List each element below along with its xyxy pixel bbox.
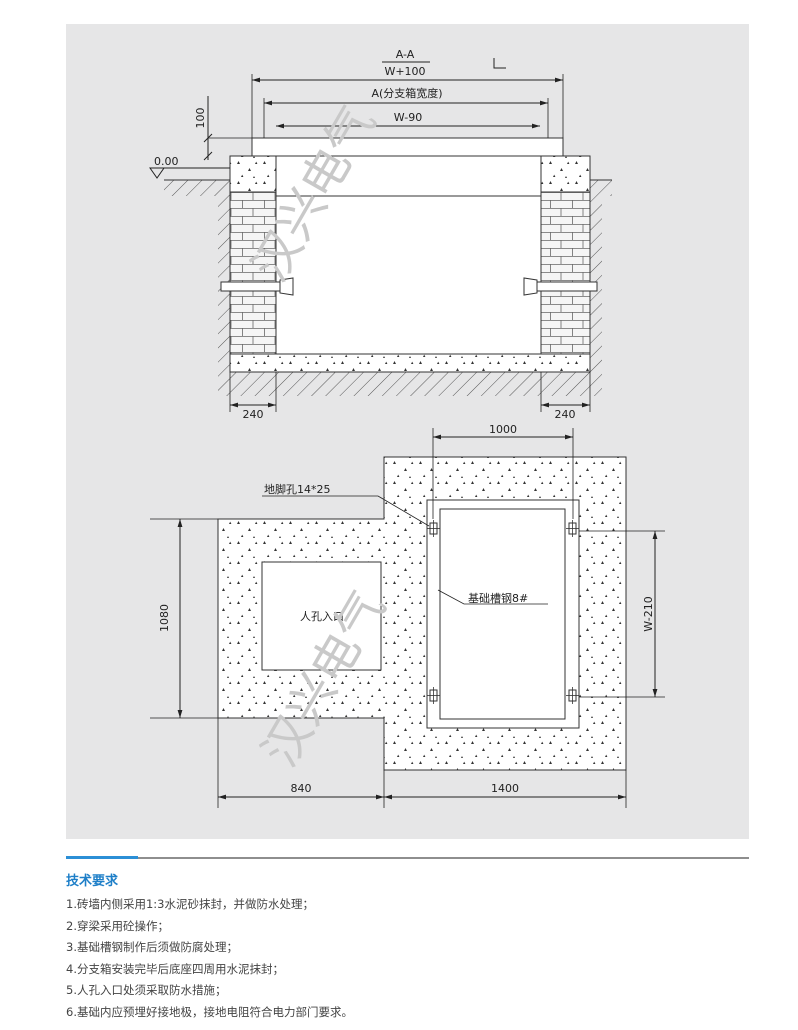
concrete-cap-left: [229, 155, 277, 193]
dim-wall-right-label: 240: [555, 408, 576, 421]
box-base: [251, 137, 564, 157]
requirements-title: 技术要求: [66, 874, 119, 889]
requirement-item: 4.分支箱安装完毕后底座四周用水泥抹封；: [66, 961, 284, 976]
dim-bottom-left-label: 840: [291, 782, 312, 795]
section-title: A-A: [396, 48, 415, 61]
requirements-list: 1.砖墙内侧采用1:3水泥砂抹封，并做防水处理； 2.穿梁采用砼操作； 3.基础…: [66, 894, 353, 1024]
pit-interior: [275, 155, 542, 355]
pipe-left: [220, 277, 294, 296]
dim-left-height-label: 1080: [158, 604, 171, 632]
bottom-slab: [229, 353, 591, 373]
ground-hatch: [164, 179, 612, 396]
drawing-panel: A-A W+100 A(分支箱宽度) W-90 100 0.00 240 240: [66, 24, 749, 839]
requirement-item: 1.砖墙内侧采用1:3水泥砂抹封，并做防水处理；: [66, 897, 314, 911]
dim-depth-label: 100: [194, 108, 207, 129]
section-a-a: A-A W+100 A(分支箱宽度) W-90 100 0.00 240 240: [149, 48, 612, 421]
requirements-divider: [138, 857, 749, 859]
requirement-item: 6.基础内应预埋好接地极，接地电阻符合电力部门要求。: [66, 1004, 353, 1019]
plan-view: 人孔入口 1000 地脚孔14*25 基础槽钢8# 1080 W-210 840…: [150, 423, 665, 808]
dim-top-label: 1000: [489, 423, 517, 436]
manhole-label: 人孔入口: [300, 610, 344, 623]
concrete-cap-right: [540, 155, 591, 193]
requirement-item: 3.基础槽钢制作后须做防腐处理；: [66, 940, 238, 955]
channel-steel-label: 基础槽钢8#: [468, 592, 528, 605]
elevation-label: 0.00: [154, 155, 179, 168]
dim-bottom-right-label: 1400: [491, 782, 519, 795]
requirements-accent-rule: [66, 856, 138, 859]
anchor-holes: [427, 520, 579, 704]
requirement-item: 5.人孔入口处须采取防水措施；: [66, 983, 227, 998]
brick-wall-right: [540, 189, 591, 355]
dim-wall-left-label: 240: [243, 408, 264, 421]
pipe-right: [523, 277, 598, 296]
dim-right-height-label: W-210: [642, 596, 655, 631]
dim-inner-label: W-90: [394, 111, 422, 124]
dim-box-width-label: A(分支箱宽度): [371, 86, 442, 100]
anchor-hole-label: 地脚孔14*25: [264, 482, 331, 496]
dim-total-label: W+100: [384, 65, 425, 78]
requirement-item: 2.穿梁采用砼操作；: [66, 918, 169, 933]
technical-drawing: A-A W+100 A(分支箱宽度) W-90 100 0.00 240 240: [149, 48, 665, 808]
